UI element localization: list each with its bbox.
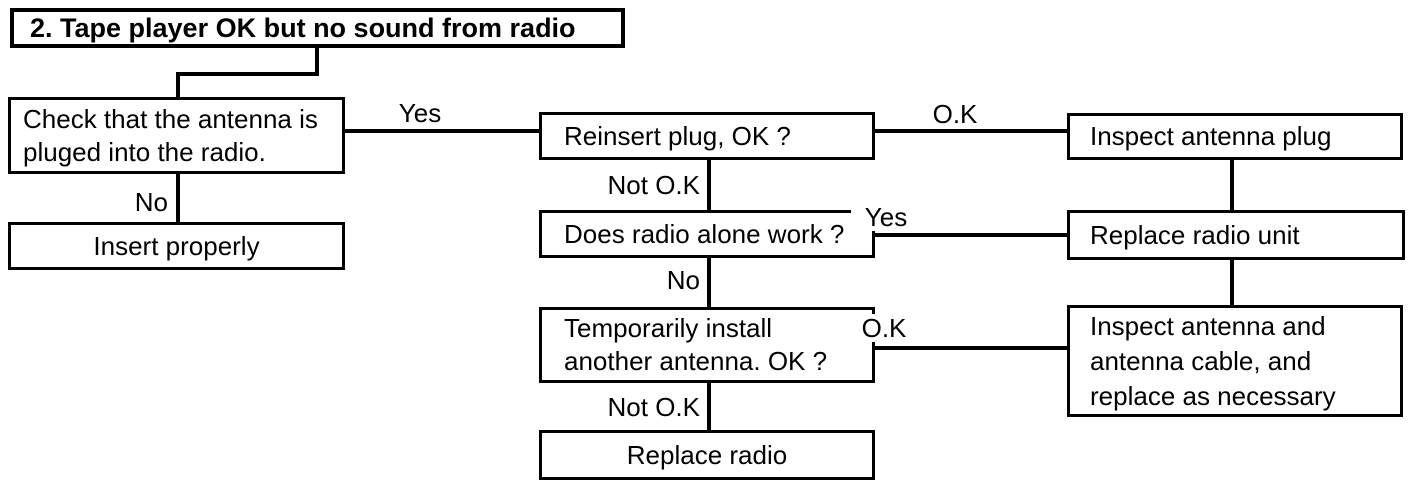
node-text-line: another antenna. OK ? xyxy=(564,346,828,376)
edge-label-does-yes: Yes xyxy=(851,203,921,231)
connector-title-down xyxy=(176,72,180,97)
connector-title-drop xyxy=(315,48,319,76)
edge-label-check-yes: Yes xyxy=(385,99,455,127)
connector-temp-ok xyxy=(875,346,1067,350)
node-inspect-antenna-plug: Inspect antenna plug xyxy=(1067,113,1403,160)
connector-inspect-plug-down xyxy=(1230,160,1234,212)
edge-label-reinsert-not-ok: Not O.K xyxy=(580,171,700,199)
node-text-line: replace as necessary xyxy=(1090,380,1336,411)
edge-label-temp-not-ok: Not O.K xyxy=(580,393,700,421)
edge-label-temp-ok: O.K xyxy=(849,314,919,342)
node-insert-properly: Insert properly xyxy=(8,222,345,270)
node-text-line: antenna cable, and xyxy=(1090,345,1312,376)
node-reinsert-plug: Reinsert plug, OK ? xyxy=(539,112,875,160)
connector-does-no xyxy=(707,258,711,307)
node-temporarily-install-antenna: Temporarily install another antenna. OK … xyxy=(539,307,875,383)
connector-does-yes xyxy=(875,233,1067,237)
node-text-line: pluged into the radio. xyxy=(23,136,266,167)
node-text-line: Replace radio unit xyxy=(1090,219,1300,250)
edge-label-reinsert-ok: O.K xyxy=(905,100,1005,128)
connector-check-yes xyxy=(345,129,539,133)
connector-check-no xyxy=(176,174,180,222)
connector-title-across xyxy=(176,72,319,76)
node-text-line: Check that the antenna is xyxy=(23,103,318,134)
node-inspect-antenna-cable: Inspect antenna and antenna cable, and r… xyxy=(1067,305,1403,417)
edge-label-does-no: No xyxy=(630,266,700,294)
node-text-line: Temporarily install xyxy=(564,313,773,343)
node-text-line: Inspect antenna plug xyxy=(1090,121,1332,151)
connector-reinsert-not-ok xyxy=(707,160,711,210)
connector-temp-not-ok xyxy=(707,383,711,430)
node-replace-radio: Replace radio xyxy=(539,430,875,480)
node-text-line: Reinsert plug, OK ? xyxy=(564,120,791,151)
node-title: 2. Tape player OK but no sound from radi… xyxy=(10,8,625,48)
connector-replace-unit-down xyxy=(1230,258,1234,307)
title-text: 2. Tape player OK but no sound from radi… xyxy=(30,12,576,43)
node-text-line: Replace radio xyxy=(626,439,788,470)
node-text-line: Does radio alone work ? xyxy=(564,218,845,249)
node-does-radio-alone-work: Does radio alone work ? xyxy=(539,210,875,258)
node-check-antenna: Check that the antenna is pluged into th… xyxy=(8,97,345,174)
node-text-line: Insert properly xyxy=(93,230,260,261)
edge-label-check-no: No xyxy=(100,188,168,216)
connector-reinsert-ok xyxy=(875,129,1067,133)
node-text-line: Inspect antenna and xyxy=(1090,310,1326,341)
node-replace-radio-unit: Replace radio unit xyxy=(1067,210,1405,260)
